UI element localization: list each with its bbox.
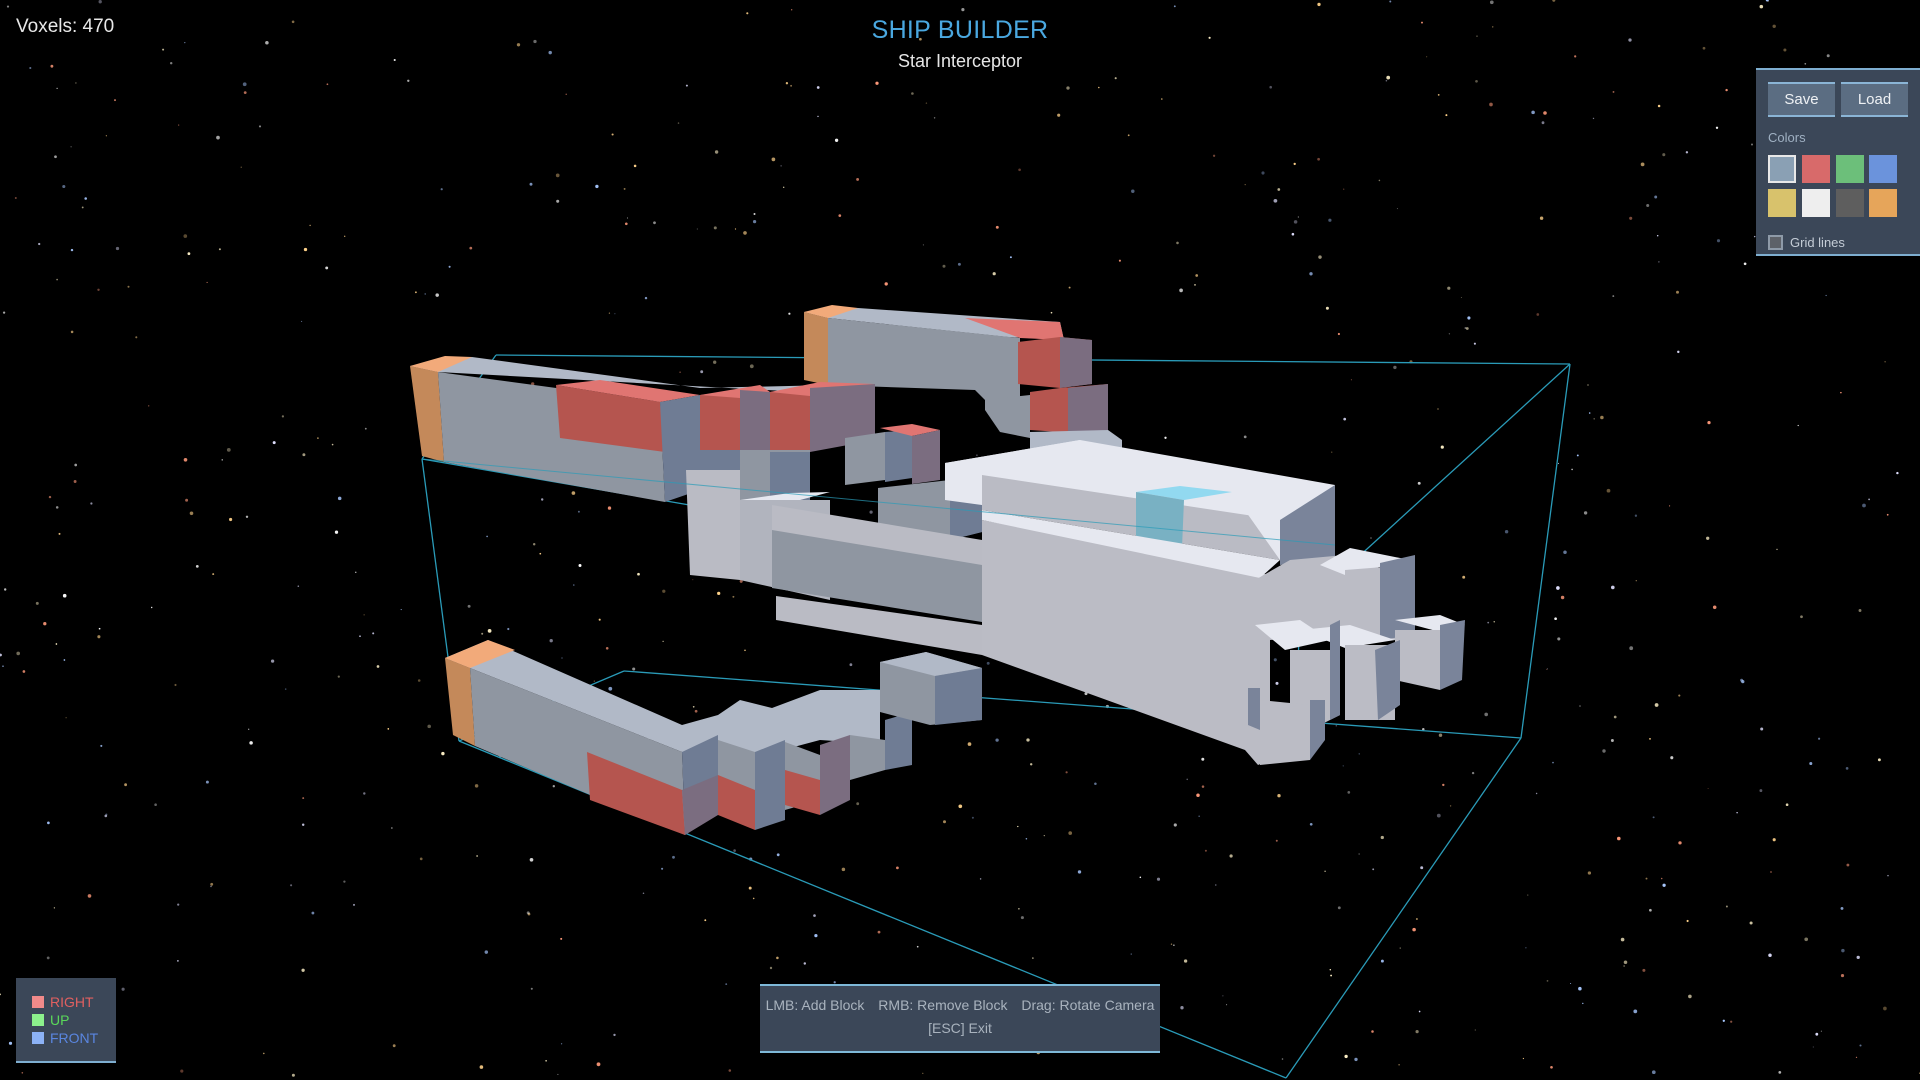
upper-back-wing[interactable] — [804, 305, 1122, 452]
axis-legend: RIGHT UP FRONT — [16, 978, 116, 1063]
right-axis-swatch — [32, 996, 44, 1008]
builder-panel: Save Load Colors Grid lines — [1756, 68, 1920, 256]
color-swatch-blue[interactable] — [1869, 155, 1897, 183]
grid-lines-toggle[interactable]: Grid lines — [1768, 235, 1845, 250]
save-button[interactable]: Save — [1768, 82, 1835, 117]
build-bounding-box-front — [421, 458, 1336, 546]
help-drag: Drag: Rotate Camera — [1021, 997, 1155, 1013]
up-axis-label: UP — [50, 1012, 70, 1028]
app-title: SHIP BUILDER — [871, 16, 1049, 44]
right-axis-label: RIGHT — [50, 994, 94, 1010]
help-lmb: LMB: Add Block — [765, 997, 865, 1013]
color-swatch-red[interactable] — [1802, 155, 1830, 183]
color-swatch-orange[interactable] — [1869, 189, 1897, 217]
up-axis-swatch — [32, 1014, 44, 1026]
color-swatch-yellow[interactable] — [1768, 189, 1796, 217]
front-axis-swatch — [32, 1032, 44, 1044]
color-swatch-dark-gray[interactable] — [1836, 189, 1864, 217]
axis-legend-front: FRONT — [32, 1029, 116, 1047]
upper-front-wing[interactable] — [410, 356, 982, 540]
grid-lines-checkbox[interactable] — [1768, 235, 1783, 250]
grid-lines-label: Grid lines — [1790, 235, 1845, 250]
help-rmb: RMB: Remove Block — [878, 997, 1008, 1013]
main-hull[interactable] — [686, 440, 1465, 765]
front-axis-label: FRONT — [50, 1030, 99, 1046]
header: SHIP BUILDER Star Interceptor — [0, 16, 1920, 72]
voxel-count: Voxels: 470 — [16, 16, 115, 37]
colors-label: Colors — [1768, 130, 1806, 145]
color-swatch-green[interactable] — [1836, 155, 1864, 183]
help-esc: [ESC] Exit — [928, 1020, 992, 1036]
color-swatch-steel-gray[interactable] — [1768, 155, 1796, 183]
controls-help: LMB: Add Block RMB: Remove Block Drag: R… — [760, 984, 1160, 1053]
load-button[interactable]: Load — [1841, 82, 1908, 117]
ship-name: Star Interceptor — [897, 51, 1023, 71]
color-swatch-white[interactable] — [1802, 189, 1830, 217]
axis-legend-up: UP — [32, 1011, 116, 1029]
lower-wing[interactable] — [445, 640, 982, 835]
axis-legend-right: RIGHT — [32, 993, 116, 1011]
